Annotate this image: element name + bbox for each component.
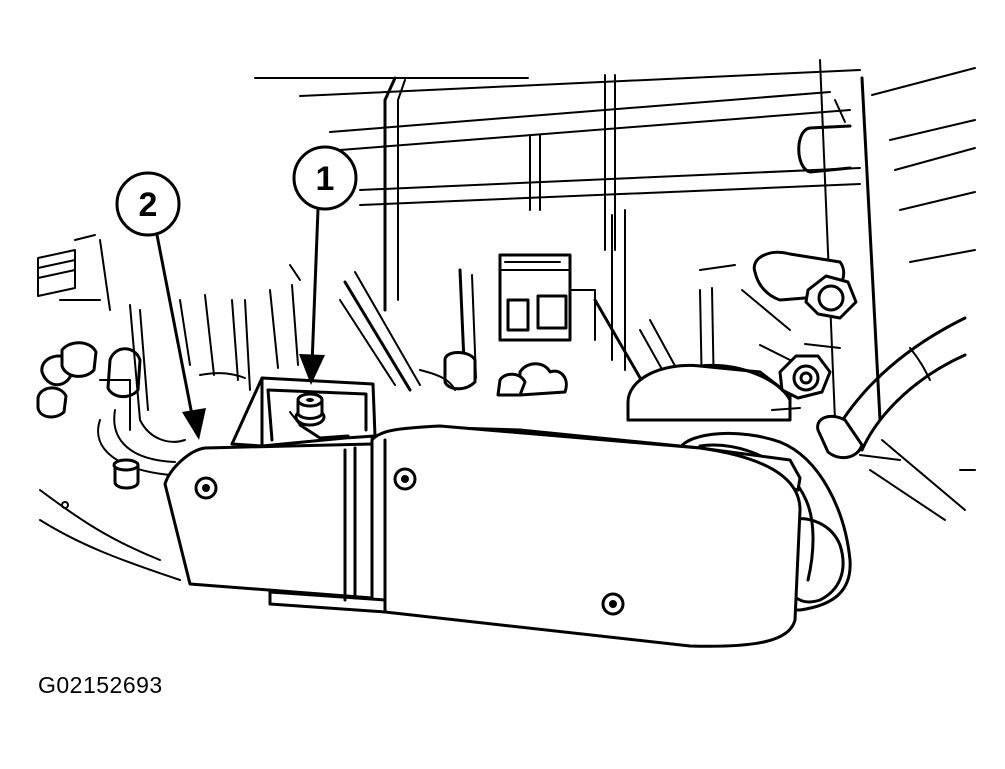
callout-1-number: 1: [316, 160, 335, 198]
figure-id-label: G02152693: [38, 672, 163, 698]
callout-2-number: 2: [139, 186, 158, 224]
callout-2: 2: [115, 171, 206, 440]
callout-1: 1: [292, 145, 358, 385]
mounting-bolt: [294, 392, 326, 427]
background-frame: [36, 59, 976, 581]
callout-2-arrowhead: [182, 408, 206, 440]
callout-1-arrowhead: [299, 354, 325, 385]
crossmember-plate: [163, 376, 802, 648]
